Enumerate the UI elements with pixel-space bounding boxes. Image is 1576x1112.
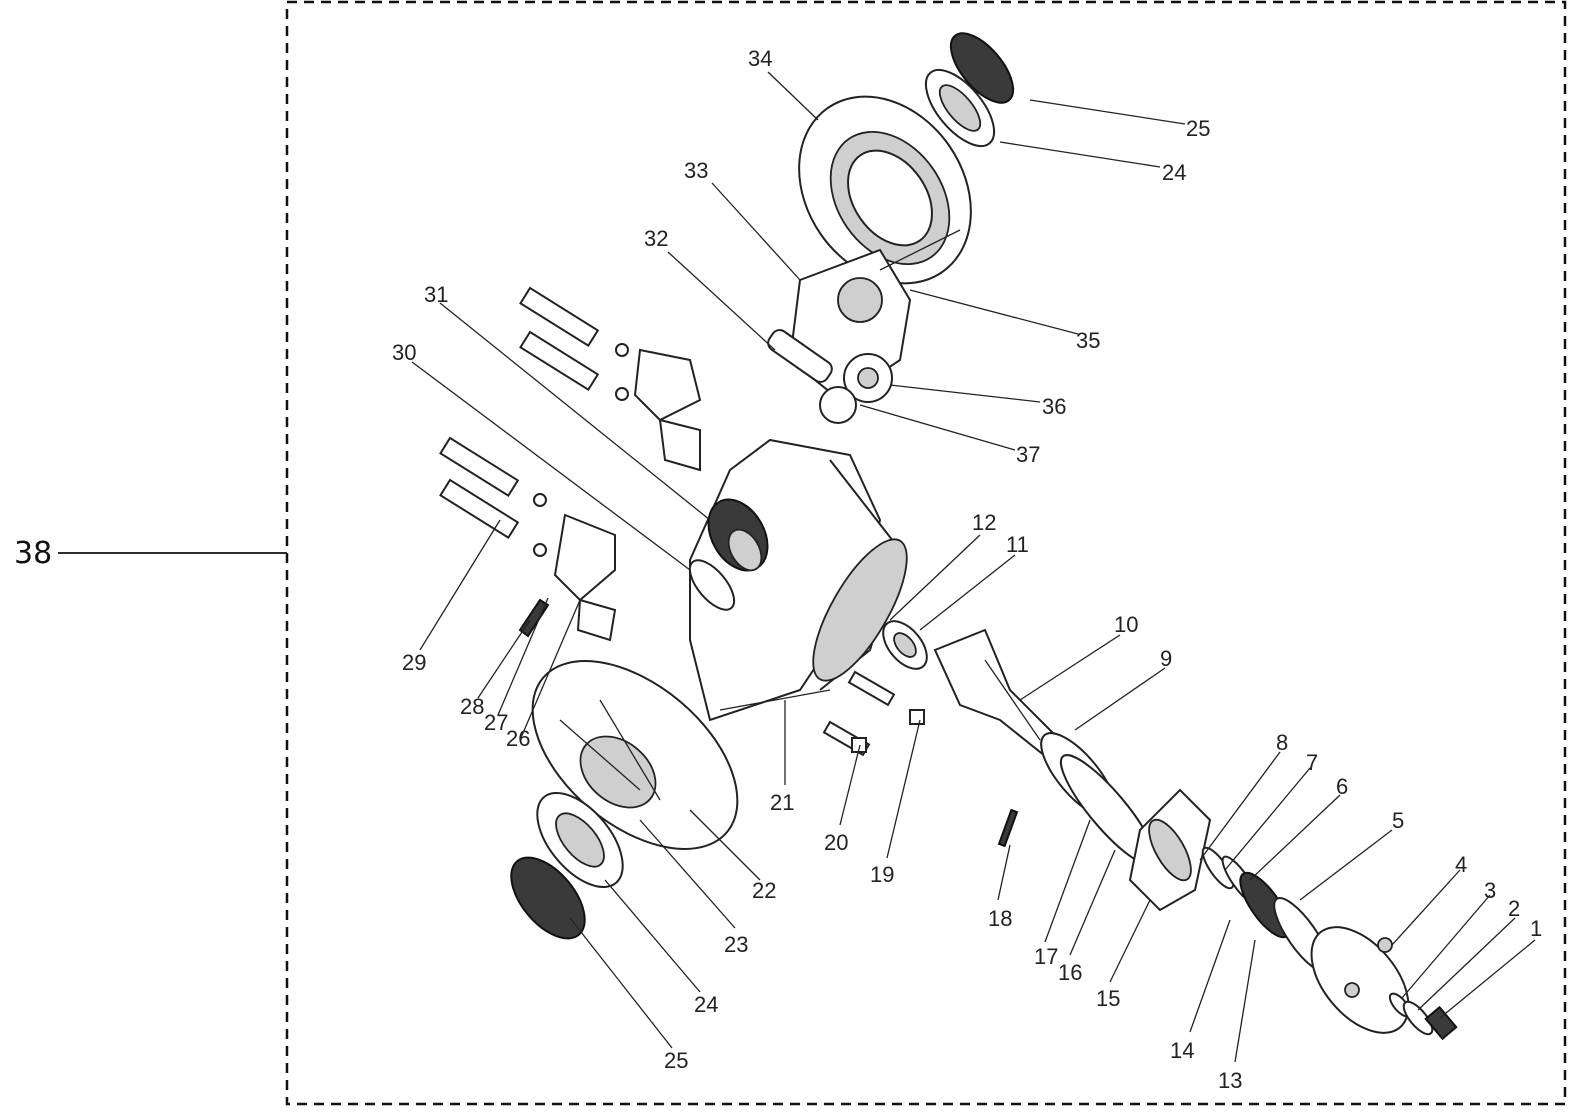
- lower-bearing: [510, 791, 624, 940]
- part-labels: 1 2 3 4 5 6 7 8 9 10 11 12 13 14 15 16 1…: [392, 46, 1542, 1093]
- upper-bolts: [519, 286, 702, 472]
- part-label: 6: [1336, 774, 1348, 799]
- part-label: 36: [1042, 394, 1066, 419]
- retainer-housing: [1128, 788, 1212, 912]
- part-label: 24: [694, 992, 718, 1017]
- part-label: 3: [1484, 878, 1496, 903]
- part-label: 11: [1006, 532, 1029, 557]
- part-label: 32: [644, 226, 668, 251]
- parts-drawing: [439, 32, 1458, 1041]
- part-label: 27: [484, 710, 508, 735]
- part-label: 9: [1160, 646, 1172, 671]
- part-label: 5: [1392, 808, 1404, 833]
- pin: [997, 808, 1019, 848]
- assembly-label: 38: [14, 536, 52, 571]
- part-label: 8: [1276, 730, 1288, 755]
- part-label: 12: [972, 510, 996, 535]
- part-label: 22: [752, 878, 776, 903]
- part-label: 14: [1170, 1038, 1194, 1063]
- leader-lines: [411, 71, 1536, 1063]
- ring-gear: [798, 95, 972, 285]
- part-label: 30: [392, 340, 416, 365]
- flange-nut: [1388, 992, 1458, 1041]
- part-label: 2: [1508, 896, 1520, 921]
- spider-pin: [767, 329, 833, 383]
- part-label: 25: [664, 1048, 688, 1073]
- upper-bearing: [924, 32, 1015, 147]
- part-label: 20: [824, 830, 848, 855]
- pinion-bearing: [882, 620, 928, 670]
- part-label: 24: [1162, 160, 1186, 185]
- part-label: 26: [506, 726, 530, 751]
- part-label: 33: [684, 158, 708, 183]
- pinion-gear: [707, 498, 769, 572]
- part-label: 37: [1016, 442, 1040, 467]
- part-label: 31: [424, 282, 448, 307]
- part-label: 10: [1114, 612, 1138, 637]
- part-label: 28: [460, 694, 484, 719]
- part-label: 29: [402, 650, 426, 675]
- part-label: 16: [1058, 960, 1082, 985]
- side-gears: [819, 353, 893, 424]
- lower-bolts: [439, 436, 617, 642]
- part-label: 4: [1455, 852, 1467, 877]
- seal-plates: [1040, 732, 1157, 866]
- part-label: 21: [770, 790, 794, 815]
- part-label: 34: [748, 46, 772, 71]
- part-label: 17: [1034, 944, 1058, 969]
- part-label: 7: [1306, 750, 1318, 775]
- part-label: 35: [1076, 328, 1100, 353]
- yoke-flange: [1310, 926, 1410, 1034]
- part-label: 15: [1096, 986, 1120, 1011]
- part-label: 18: [988, 906, 1012, 931]
- part-label: 19: [870, 862, 894, 887]
- part-label: 23: [724, 932, 748, 957]
- part-label: 25: [1186, 116, 1210, 141]
- shim: [688, 559, 736, 611]
- part-label: 13: [1218, 1068, 1242, 1093]
- part-label: 1: [1530, 916, 1542, 941]
- small-bolts: [822, 670, 925, 757]
